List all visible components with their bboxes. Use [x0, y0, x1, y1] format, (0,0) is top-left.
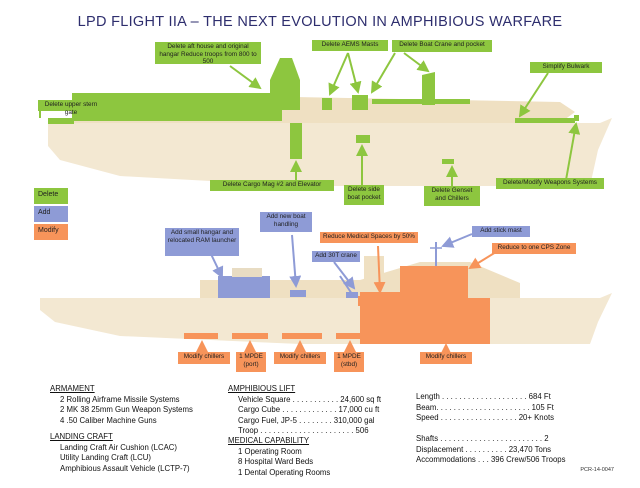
armament-item: 4 .50 Caliber Machine Guns — [60, 415, 157, 425]
flight-iia-ship — [40, 233, 612, 355]
medical-item: 1 Operating Room — [238, 446, 302, 456]
landing-craft-item: Landing Craft Air Cushion (LCAC) — [60, 442, 178, 452]
medical-heading: MEDICAL CAPABILITY — [228, 436, 310, 445]
added-hangar-top — [232, 268, 262, 277]
spec-accommodations: Accommodations . . . 396 Crew/506 Troops — [416, 455, 566, 464]
callout-cps-zone: Reduce to one CPS Zone — [492, 243, 576, 254]
deleted-side-boat — [356, 135, 370, 143]
amphibious-lift-item: Cargo Cube . . . . . . . . . . . . . 17,… — [238, 405, 380, 414]
callout-stick-mast: Add stick mast — [472, 226, 530, 237]
callout-chillers-mid: Modify chillers — [274, 352, 326, 364]
callout-weapons: Delete/Modify Weapons Systems — [496, 178, 604, 189]
callout-mpde-stbd: 1 MPDE (stbd) — [334, 352, 364, 372]
amphibious-lift-heading: AMPHIBIOUS LIFT — [228, 384, 296, 393]
deleted-cargo-mag — [290, 123, 302, 159]
spec-length: Length . . . . . . . . . . . . . . . . .… — [416, 392, 551, 401]
armament-heading: ARMAMENT — [50, 384, 95, 393]
callout-boat-crane: Delete Boat Crane and pocket — [392, 40, 492, 52]
spec-shafts: Shafts . . . . . . . . . . . . . . . . .… — [416, 434, 549, 443]
deleted-stern-gate — [48, 118, 74, 124]
armament-item: 2 MK 38 25mm Gun Weapon Systems — [60, 405, 193, 414]
original-ship — [39, 52, 612, 187]
callout-chillers-fwd: Modify chillers — [420, 352, 472, 364]
armament-item: 2 Rolling Airframe Missile Systems — [60, 394, 180, 404]
medical-section: MEDICAL CAPABILITY 1 Operating Room 8 Ho… — [228, 436, 330, 478]
amphibious-lift-item: Cargo Fuel, JP-5 . . . . . . . . 310,000… — [238, 415, 375, 425]
amphibious-lift-item: Vehicle Square . . . . . . . . . . . 24,… — [238, 394, 382, 404]
dimensions-section: Length . . . . . . . . . . . . . . . . .… — [416, 392, 554, 424]
added-small-hangar — [218, 276, 270, 298]
page-title: LPD FLIGHT IIA – THE NEXT EVOLUTION IN A… — [77, 14, 563, 30]
document-id: PCR-14-0047 — [580, 467, 614, 473]
callout-aft-house: Delete aft house and original hangar Red… — [155, 42, 261, 65]
callout-small-hangar: Add small hangar and relocated RAM launc… — [165, 228, 239, 256]
callout-30t-crane: Add 30T crane — [312, 251, 360, 262]
landing-craft-item: Amphibious Assault Vehicle (LCTP-7) — [60, 463, 190, 473]
deleted-aems-mast-2 — [352, 95, 368, 110]
callout-side-boat: Delete side boat pocket — [344, 185, 384, 205]
spec-speed: Speed . . . . . . . . . . . . . . . . . … — [416, 413, 555, 422]
callout-mpde-port: 1 MPDE (port) — [236, 352, 266, 372]
callout-aems-masts: Delete AEMS Masts — [312, 40, 388, 51]
deleted-boat-crane — [422, 72, 435, 105]
modified-medical — [358, 296, 406, 306]
callout-boat-handling: Add new boat handling — [260, 212, 312, 232]
propulsion-section: Shafts . . . . . . . . . . . . . . . . .… — [416, 434, 566, 466]
deleted-aft-house — [72, 93, 282, 121]
amphibious-lift-item: Troop . . . . . . . . . . . . . . . . . … — [238, 426, 369, 435]
callout-simplify-bulwark: Simplify Bulwark — [530, 62, 602, 73]
legend-add: Add — [34, 206, 68, 222]
callout-stern-gate: Delete upper stern gate — [38, 100, 104, 116]
added-boat-handling — [290, 290, 306, 297]
modified-mpde-port — [232, 333, 268, 339]
deleted-genset — [442, 159, 454, 164]
landing-craft-item: Utility Landing Craft (LCU) — [60, 453, 151, 462]
callout-cargo-mag: Delete Cargo Mag #2 and Elevator — [210, 180, 334, 191]
modified-chillers-aft — [184, 333, 218, 339]
deleted-aems-mast-1 — [322, 98, 332, 110]
modified-mpde-stbd — [336, 333, 366, 339]
legend-modify: Modify — [34, 224, 68, 240]
amphibious-lift-section: AMPHIBIOUS LIFT Vehicle Square . . . . .… — [228, 384, 381, 437]
callout-genset: Delete Genset and Chillers — [424, 186, 480, 206]
deleted-superstructure-fwd — [372, 99, 470, 104]
callout-chillers-aft: Modify chillers — [178, 352, 230, 364]
callout-medical-spaces: Reduce Medical Spaces by 50% — [320, 232, 418, 243]
modified-cps-zone — [360, 266, 490, 344]
legend-delete: Delete — [34, 188, 68, 204]
spec-beam: Beam. . . . . . . . . . . . . . . . . . … — [416, 402, 554, 412]
medical-item: 8 Hospital Ward Beds — [238, 457, 314, 466]
deleted-bulwark — [515, 118, 575, 123]
deleted-aft-mast — [270, 58, 300, 110]
medical-item: 1 Dental Operating Rooms — [238, 467, 331, 477]
spec-displacement: Displacement . . . . . . . . . . 23,470 … — [416, 444, 552, 454]
deleted-weapon — [574, 115, 579, 121]
landing-craft-heading: LANDING CRAFT — [50, 432, 113, 441]
landing-craft-section: LANDING CRAFT Landing Craft Air Cushion … — [50, 432, 190, 474]
original-hull — [48, 118, 612, 186]
flight-iia-hull — [40, 293, 612, 344]
armament-section: ARMAMENT 2 Rolling Airframe Missile Syst… — [50, 384, 193, 426]
modified-chillers-mid — [282, 333, 322, 339]
